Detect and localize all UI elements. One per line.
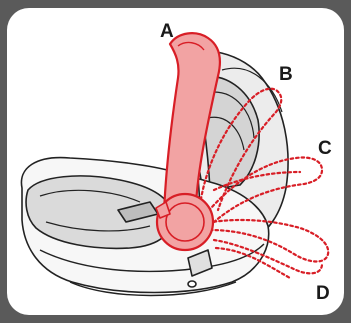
label-b: B: [279, 64, 293, 85]
label-d: D: [316, 283, 330, 304]
label-c: C: [318, 138, 332, 159]
label-a: A: [160, 21, 174, 42]
